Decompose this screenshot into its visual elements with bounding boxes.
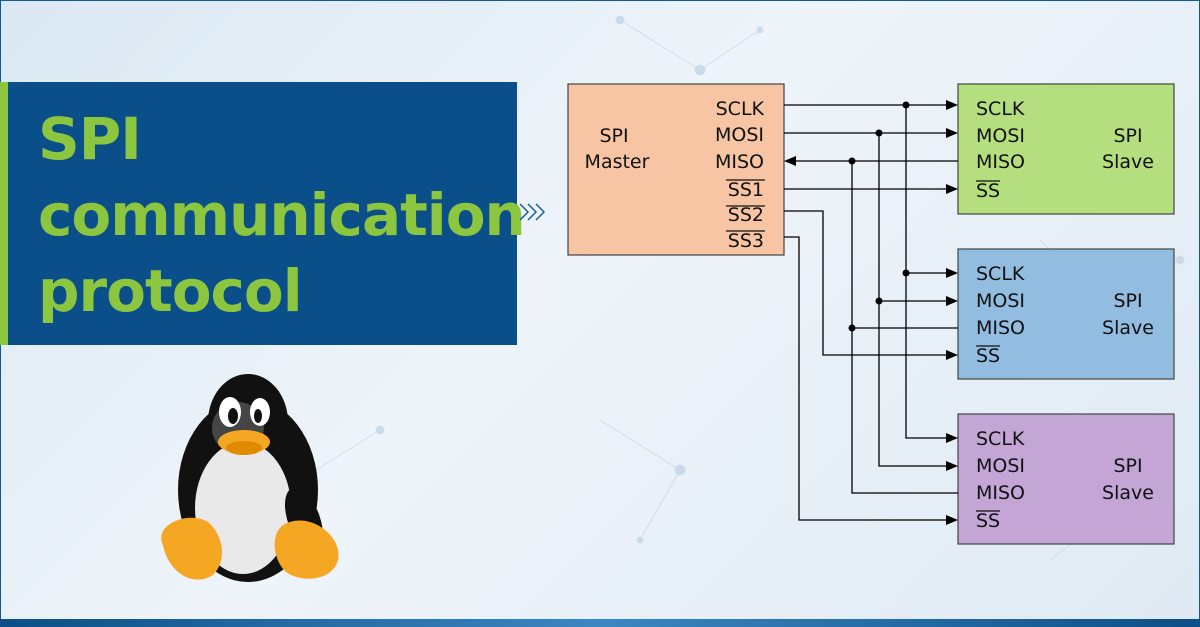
tux-penguin-icon — [161, 374, 339, 582]
slave-1-label-line2: Slave — [1102, 151, 1154, 173]
spi-wires — [784, 100, 958, 525]
master-pin-ss2: SS2 — [728, 204, 764, 226]
slave-2-label-line1: SPI — [1113, 290, 1142, 312]
slave-2-label-line2: Slave — [1102, 317, 1154, 339]
slave-3-pin-mosi: MOSI — [976, 455, 1025, 477]
slave-3-pin-miso: MISO — [976, 482, 1025, 504]
master-pin-ss1: SS1 — [728, 179, 764, 201]
master-pin-mosi: MOSI — [715, 124, 764, 146]
master-label-line1: SPI — [599, 125, 628, 147]
title-line-1: SPI — [38, 105, 142, 173]
slave-1-box — [957, 83, 1175, 215]
slave-2-pin-sclk: SCLK — [976, 263, 1025, 285]
slave-3-label-line2: Slave — [1102, 482, 1154, 504]
master-pin-miso: MISO — [715, 151, 764, 173]
slave-2-pin-mosi: MOSI — [976, 290, 1025, 312]
slave-1-pin-ss: SS — [976, 180, 1000, 202]
title-banner: SPI communication protocol — [0, 82, 526, 345]
slave-1-pin-sclk: SCLK — [976, 98, 1025, 120]
slave-3-pin-sclk: SCLK — [976, 428, 1025, 450]
title-line-2: communication — [38, 181, 526, 249]
slave-3-box — [957, 413, 1175, 545]
master-pin-ss3: SS3 — [728, 230, 764, 252]
chevron-right-icon — [519, 203, 546, 221]
wire-junctions — [848, 101, 910, 332]
slave-1-pin-miso: MISO — [976, 151, 1025, 173]
master-box — [567, 83, 785, 256]
master-pin-sclk: SCLK — [716, 98, 765, 120]
slave-1-pin-mosi: MOSI — [976, 125, 1025, 147]
slave-3-label-line1: SPI — [1113, 455, 1142, 477]
slave-3-pin-ss: SS — [976, 510, 1000, 532]
title-line-3: protocol — [38, 257, 303, 325]
slave-2-pin-miso: MISO — [976, 317, 1025, 339]
slave-2-pin-ss: SS — [976, 345, 1000, 367]
slave-2-box — [957, 248, 1175, 380]
bottom-band — [0, 619, 1200, 627]
master-label-line2: Master — [585, 151, 650, 173]
slave-1-label-line1: SPI — [1113, 125, 1142, 147]
